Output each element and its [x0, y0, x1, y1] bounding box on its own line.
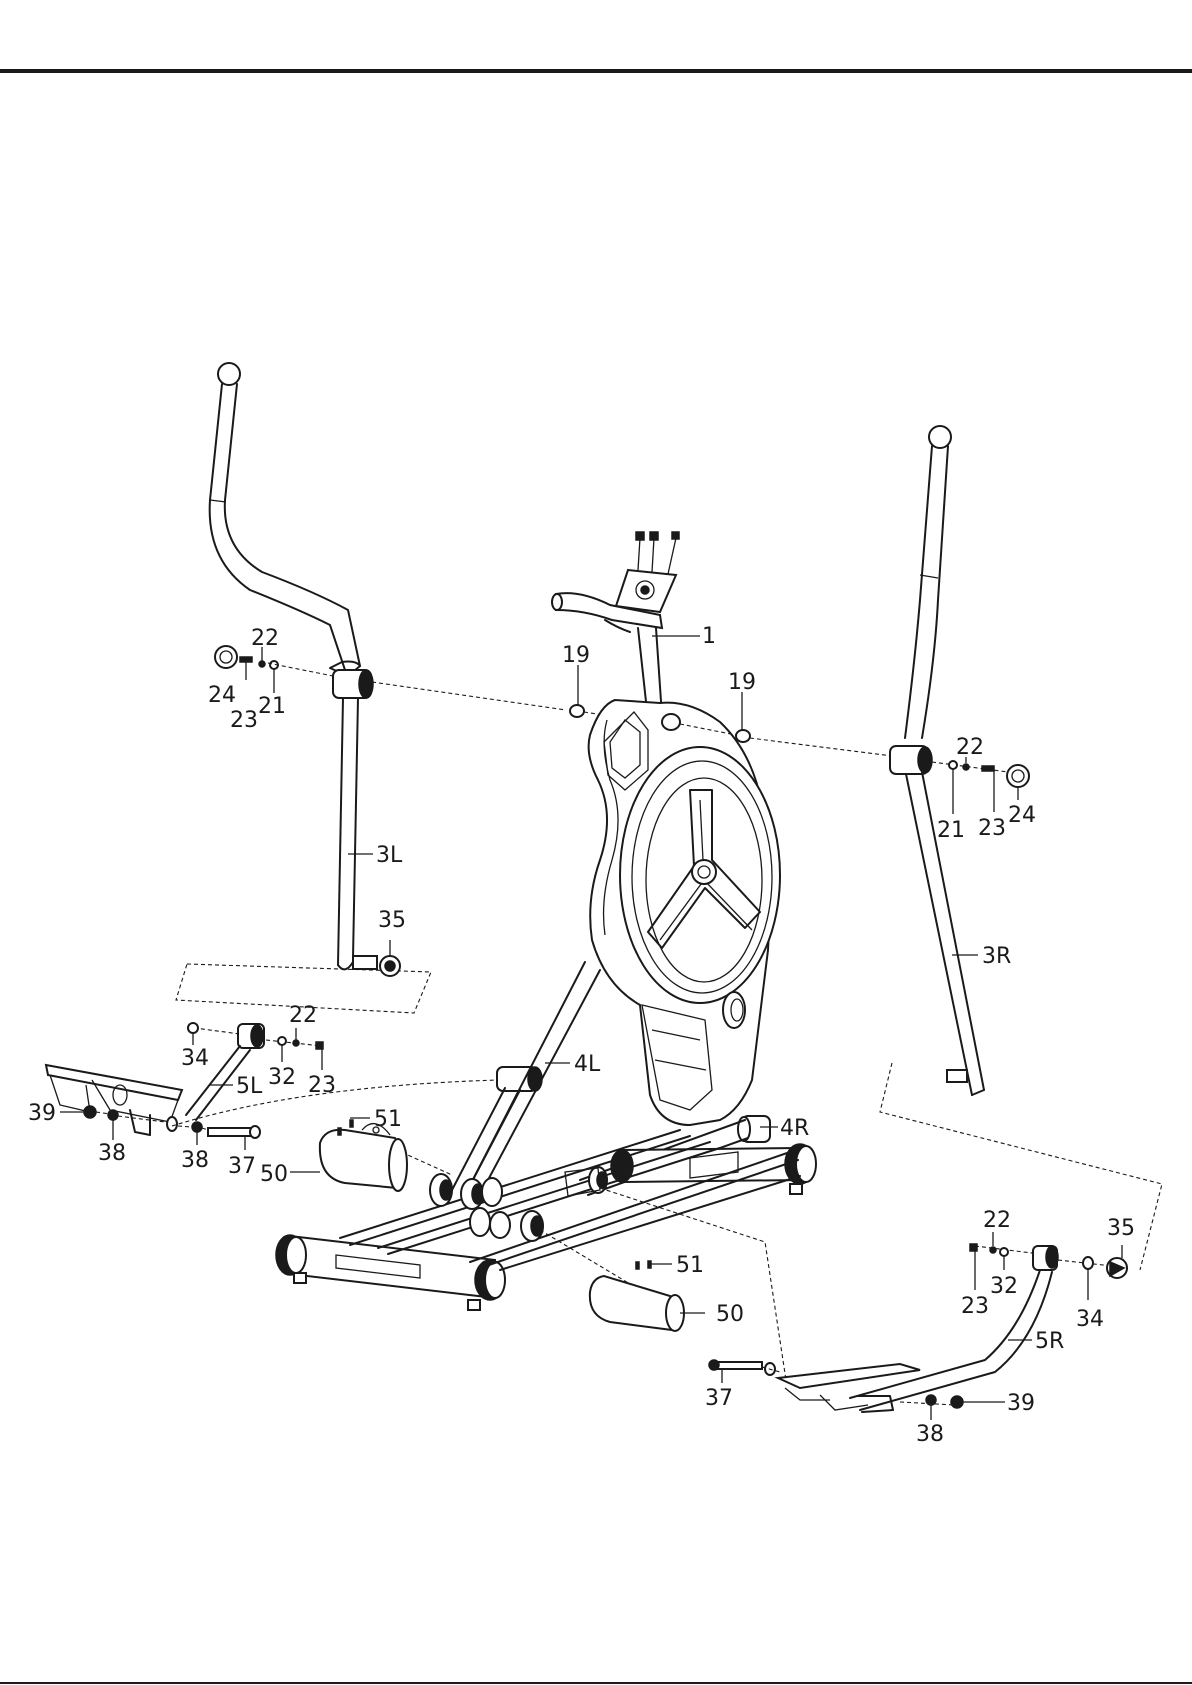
left-rollers [430, 1174, 543, 1241]
label-24-right: 24 [1008, 803, 1036, 828]
label-34-left: 34 [181, 1046, 209, 1071]
label-23-lower-left: 23 [308, 1073, 336, 1098]
cover-line-right [540, 1230, 640, 1290]
right-handlebar-3R [890, 426, 984, 1095]
label-21-left: 21 [258, 694, 286, 719]
label-37-right: 37 [705, 1386, 733, 1411]
label-5L: 5L [236, 1074, 263, 1099]
label-37-left: 37 [228, 1154, 256, 1179]
label-35-right: 35 [1107, 1216, 1135, 1241]
label-22-lower-left: 22 [289, 1003, 317, 1028]
label-22-left: 22 [251, 626, 279, 651]
label-39-right: 39 [1007, 1391, 1035, 1416]
label-3R: 3R [982, 944, 1011, 969]
label-34-right: 34 [1076, 1307, 1104, 1332]
label-22-lower-right: 22 [983, 1208, 1011, 1233]
axle-line-left-a [268, 663, 333, 676]
label-4L: 4L [574, 1052, 601, 1077]
label-51-right: 51 [676, 1253, 704, 1278]
label-22-right: 22 [956, 735, 984, 760]
label-32-right: 32 [990, 1274, 1018, 1299]
roller-cover-50-right [590, 1261, 684, 1331]
washer-19-left [570, 705, 584, 717]
label-38-left-b: 38 [181, 1148, 209, 1173]
right-hardware-21-22-23-24 [932, 761, 1029, 787]
label-21-right: 21 [937, 818, 965, 843]
label-3L: 3L [376, 843, 403, 868]
label-38-left-a: 38 [98, 1141, 126, 1166]
axle-line-left-b [372, 682, 566, 710]
main-housing-flywheel-cover [589, 700, 780, 1125]
left-handlebar-3L [210, 363, 377, 969]
axle-line-right-b [750, 738, 892, 756]
left-link-arm-4L [452, 962, 600, 1195]
washer-19-right [736, 730, 750, 742]
label-39-left: 39 [28, 1101, 56, 1126]
console-mast-1 [552, 532, 679, 720]
label-38-right: 38 [916, 1422, 944, 1447]
label-35-left: 35 [378, 908, 406, 933]
label-23-lower-right: 23 [961, 1294, 989, 1319]
right-pedal-arm-5R [709, 1244, 1127, 1412]
label-23-left: 23 [230, 708, 258, 733]
label-51-left: 51 [374, 1107, 402, 1132]
label-50-right: 50 [716, 1302, 744, 1327]
label-50-left: 50 [260, 1162, 288, 1187]
label-32-left: 32 [268, 1065, 296, 1090]
label-19-right: 19 [728, 670, 756, 695]
label-5R: 5R [1035, 1329, 1064, 1354]
part-labels: 1 19 19 22 24 21 23 22 21 23 24 3L 35 3R… [28, 624, 1135, 1447]
label-19-left: 19 [562, 643, 590, 668]
label-23-right: 23 [978, 816, 1006, 841]
label-1: 1 [702, 624, 716, 649]
label-4R: 4R [780, 1116, 809, 1141]
label-24-left: 24 [208, 683, 236, 708]
